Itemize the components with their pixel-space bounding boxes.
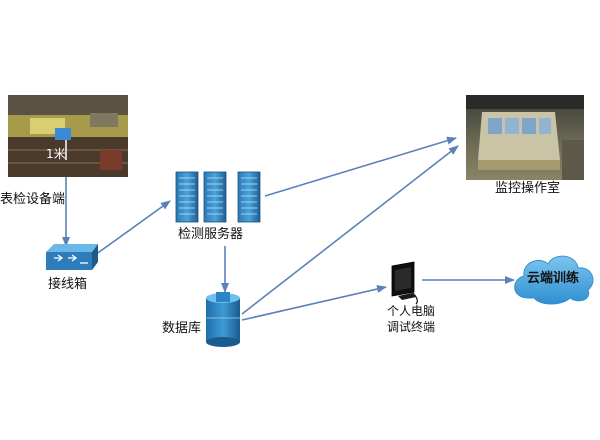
cloud-icon [514, 255, 594, 305]
database-label: 数据库 [162, 321, 202, 336]
edge-server-to-monitoring-room [264, 136, 457, 197]
personal-computer-icon [391, 261, 418, 305]
monitoring-room-photo [466, 95, 584, 180]
cloud-training-label: 云端训练 [527, 271, 580, 286]
inspection-device-photo [8, 95, 128, 177]
camera-icon [55, 128, 71, 140]
edge-terminal-box-to-server [94, 200, 171, 256]
inspection-server-label: 检测服务器 [178, 227, 244, 242]
edge-database-to-monitoring-room [241, 145, 459, 315]
terminal-box-label: 接线箱 [48, 277, 88, 292]
inspection-device-label: 表检设备端 [0, 192, 66, 207]
distance-label: 1米 [46, 147, 66, 161]
personal-pc-label-line1: 个人电脑 [387, 304, 436, 318]
database-icon [206, 292, 240, 347]
personal-pc-label-line2: 调试终端 [387, 320, 436, 334]
terminal-box-icon [46, 244, 98, 270]
edge-database-to-personal-pc [241, 285, 387, 321]
monitoring-room-label: 监控操作室 [495, 181, 561, 196]
server-rack-icon [175, 171, 261, 223]
